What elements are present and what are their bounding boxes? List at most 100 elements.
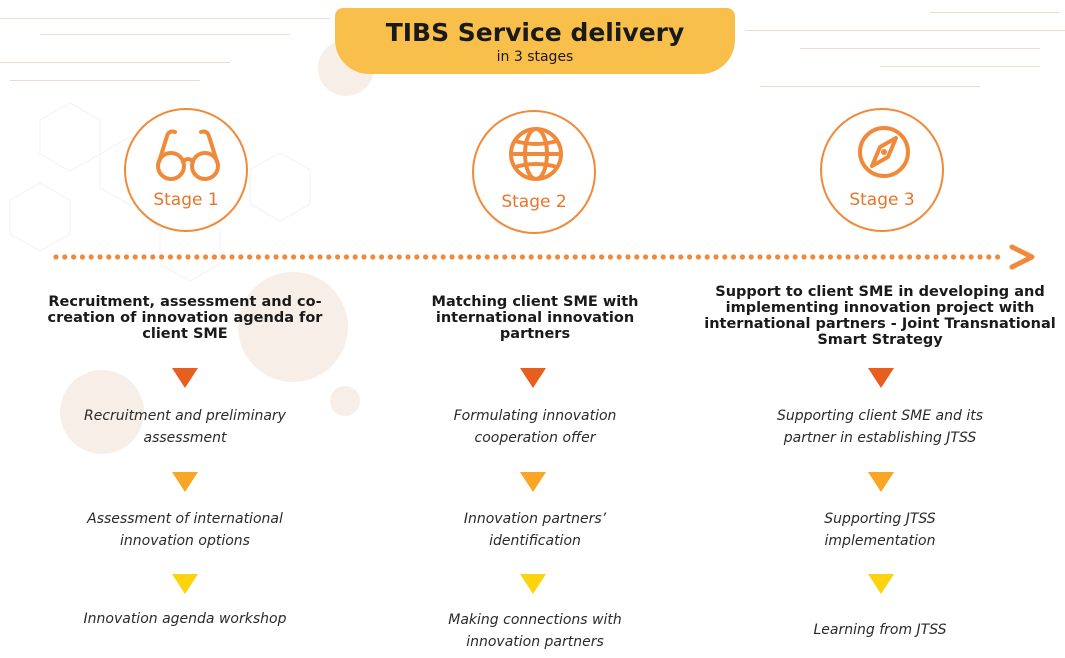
timeline-dot bbox=[590, 254, 596, 260]
timeline-dot bbox=[651, 254, 658, 260]
step-arrow bbox=[520, 574, 546, 594]
timeline-dot bbox=[731, 254, 737, 260]
timeline-dot bbox=[977, 254, 983, 260]
timeline-dot bbox=[308, 254, 314, 260]
timeline-dot bbox=[423, 254, 429, 260]
stage-3-heading: Support to client SME in developing and … bbox=[704, 284, 1056, 348]
timeline-dot bbox=[62, 254, 68, 260]
timeline-dot bbox=[555, 254, 561, 260]
timeline-dot bbox=[951, 254, 957, 260]
timeline-dot bbox=[352, 254, 358, 260]
timeline-dot bbox=[810, 254, 816, 260]
timeline-dot bbox=[387, 254, 393, 260]
timeline-dot bbox=[625, 254, 631, 260]
step-arrow bbox=[868, 574, 894, 594]
timeline-dot bbox=[519, 254, 525, 260]
timeline-dot bbox=[132, 254, 138, 260]
timeline-dot bbox=[299, 254, 305, 260]
decor-hexagon-network bbox=[9, 102, 311, 282]
decor-line bbox=[0, 18, 330, 19]
stage-1-heading: Recruitment, assessment and co-creation … bbox=[47, 294, 323, 342]
timeline-dot bbox=[176, 254, 182, 260]
timeline-dot bbox=[854, 254, 860, 260]
timeline-dot bbox=[273, 254, 279, 260]
timeline-dot bbox=[291, 254, 297, 260]
timeline-dot bbox=[484, 254, 490, 260]
decor-line bbox=[0, 62, 230, 63]
timeline-dot bbox=[907, 254, 913, 260]
timeline-dot bbox=[599, 254, 605, 260]
timeline-dot bbox=[475, 254, 481, 260]
timeline-dot bbox=[326, 254, 332, 260]
decor-line bbox=[930, 12, 1060, 13]
stage-3-step-2: Supporting JTSS implementation bbox=[824, 511, 936, 549]
timeline-dot bbox=[819, 254, 825, 260]
timeline-dot bbox=[959, 254, 966, 260]
decor-line bbox=[880, 66, 1040, 67]
timeline-dot bbox=[581, 254, 587, 260]
timeline-arrow bbox=[53, 244, 1035, 270]
timeline-dot bbox=[502, 254, 508, 260]
timeline-dot bbox=[414, 254, 420, 260]
timeline-dot bbox=[343, 254, 349, 260]
stage-3-step-1: Supporting client SME and its partner in… bbox=[776, 408, 984, 446]
stage-2-badge: Stage 2 bbox=[472, 110, 596, 234]
step-arrow bbox=[520, 368, 546, 388]
timeline-dot bbox=[792, 254, 798, 260]
timeline-dot bbox=[704, 254, 710, 260]
stage-1-step-2: Assessment of international innovation o… bbox=[87, 511, 283, 549]
timeline-dot bbox=[458, 254, 464, 260]
timeline-dot bbox=[695, 254, 702, 260]
page-title: TIBS Service delivery bbox=[385, 18, 685, 47]
timeline-dot bbox=[871, 254, 878, 260]
timeline-dot bbox=[431, 254, 437, 260]
step-arrow bbox=[520, 472, 546, 492]
step-arrow bbox=[172, 368, 198, 388]
timeline-dot bbox=[827, 254, 834, 260]
timeline-dot bbox=[449, 254, 455, 260]
timeline-dot bbox=[238, 254, 244, 260]
timeline-dot bbox=[511, 254, 517, 260]
decor-circle bbox=[330, 386, 360, 416]
timeline-dot bbox=[88, 254, 94, 260]
timeline-dot bbox=[317, 254, 323, 260]
timeline-dot bbox=[71, 254, 77, 260]
timeline-dot bbox=[203, 254, 209, 260]
timeline-dot bbox=[255, 254, 261, 260]
timeline-dot bbox=[229, 254, 235, 260]
compass-icon bbox=[858, 126, 910, 178]
decor-circle bbox=[238, 272, 348, 382]
stage-2-step-3: Making connections with innovation partn… bbox=[448, 612, 622, 650]
timeline-dot bbox=[396, 254, 402, 260]
timeline-dot bbox=[194, 254, 200, 260]
glasses-icon bbox=[156, 129, 220, 181]
timeline-dot bbox=[546, 254, 552, 260]
timeline-dot bbox=[528, 254, 534, 260]
decor-line bbox=[10, 80, 200, 81]
timeline-dot bbox=[335, 254, 341, 260]
stage-3-step-3: Learning from JTSS bbox=[813, 622, 947, 638]
timeline-dot bbox=[607, 254, 614, 260]
timeline-dot bbox=[898, 254, 904, 260]
timeline-dot bbox=[678, 254, 684, 260]
timeline-dot bbox=[757, 254, 763, 260]
stage-1-step-3: Innovation agenda workshop bbox=[83, 611, 287, 627]
timeline-dot bbox=[405, 254, 411, 260]
decor-line bbox=[800, 48, 1040, 49]
timeline-dot bbox=[986, 254, 992, 260]
timeline-dot bbox=[493, 254, 499, 260]
timeline-dot bbox=[995, 254, 1001, 260]
timeline-dot bbox=[783, 254, 790, 260]
timeline-dot bbox=[924, 254, 930, 260]
timeline-dot bbox=[836, 254, 842, 260]
timeline-dot bbox=[801, 254, 807, 260]
timeline-dot bbox=[247, 254, 253, 260]
timeline-dot bbox=[687, 254, 693, 260]
stage-2-heading: Matching client SME with international i… bbox=[431, 294, 639, 342]
stage-2-step-2: Innovation partners’ identification bbox=[463, 511, 607, 549]
timeline-dot bbox=[185, 254, 191, 260]
step-arrow bbox=[868, 472, 894, 492]
timeline-dot bbox=[722, 254, 728, 260]
timeline-dot bbox=[634, 254, 640, 260]
step-arrow bbox=[868, 368, 894, 388]
